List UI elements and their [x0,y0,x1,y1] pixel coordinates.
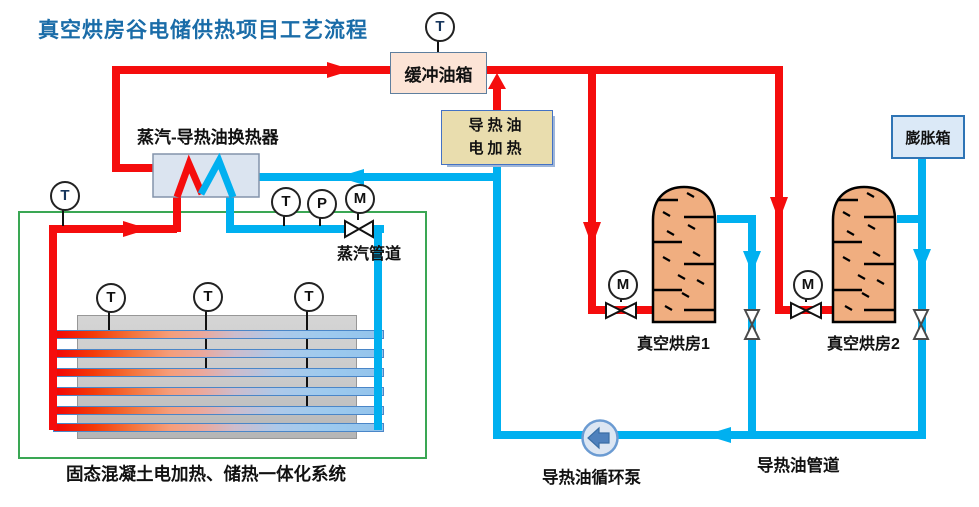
pipe-hot-exchanger-riser [112,66,120,172]
room2-drain-valve [912,309,930,340]
pipe-cold-storage-riser [374,225,382,430]
room1-drain-valve [743,309,761,340]
thermal-oil-pipeline-label: 导热油管道 [757,457,840,475]
expansion-tank-label: 膨胀箱 [905,129,951,147]
pipe-hot-top-left [112,66,390,74]
gauge-exchanger-inlet-temperature: T [50,181,80,211]
flow-arrow-right [123,221,149,237]
gauge-buffer-temperature: T [425,12,455,42]
drying-room-2-label: 真空烘房2 [827,336,900,353]
circulation-pump-label: 导热油循环泵 [542,469,641,487]
pipe-hot-exchanger-bottom [173,196,181,232]
expansion-tank: 膨胀箱 [891,115,965,159]
flow-arrow-down [583,222,601,246]
gauge-steam-temperature: T [271,187,301,217]
pipe-cold-room2-out [897,215,926,223]
pipe-cold-room1-out [717,215,756,223]
flow-arrow-down [913,249,931,271]
heating-tube [53,423,384,432]
gauge-stem [108,308,110,332]
pump-flow-arrow-icon [587,426,610,450]
pipe-hot-storage-riser [49,225,57,430]
pipe-cold-expansion-down [918,155,926,439]
buffer-oil-tank: 缓冲油箱 [390,52,487,94]
heater-label-line1: 导热油 [468,117,526,134]
pipe-hot-top-right [485,66,783,74]
pipe-hot-room1-drop [588,70,596,314]
heater-label-line2: 电加热 [468,139,526,157]
gauge-storage-temperature-3: T [294,282,324,312]
gauge-storage-temperature-1: T [96,283,126,313]
flow-arrow-left [705,427,731,443]
buffer-oil-tank-label: 缓冲油箱 [404,65,473,85]
circulation-pump [581,419,619,457]
gauge-storage-temperature-2: T [193,282,223,312]
heating-tube [53,330,384,339]
pipe-hot-exchanger-outlet [112,164,164,172]
thermal-oil-electric-heater: 导热油 电加热 [441,110,553,165]
heating-tube [53,406,384,415]
gauge-stem [357,210,359,220]
gauge-room1-valve-motor: M [608,270,638,300]
pipe-cold-exchanger-return [258,173,498,181]
pipe-hot-storage-top [50,225,177,233]
pipe-hot-room2-drop [775,70,783,314]
storage-system-label: 固态混凝土电加热、储热一体化系统 [66,464,346,484]
flow-arrow-down [743,251,761,273]
page-title: 真空烘房谷电储供热项目工艺流程 [38,19,368,42]
heating-tube [53,387,384,396]
flow-arrow-down [770,197,788,221]
pipe-cold-heater-down [493,163,501,439]
heat-exchanger-label: 蒸汽-导热油换热器 [137,128,279,147]
gauge-stem [319,215,321,226]
storage-system-boundary [18,211,427,459]
room1-motor-valve [605,301,637,320]
pipe-cold-exchanger-drop [226,196,234,233]
pipe-hot-heater-to-buffer [493,88,501,112]
drying-room-1-tank [651,185,717,324]
steam-pipeline-label: 蒸汽管道 [337,246,402,263]
heating-tube [53,368,384,377]
heat-exchanger [152,153,260,198]
flow-arrow-left [338,169,364,185]
gauge-steam-valve-motor: M [345,184,375,214]
gauge-stem [437,38,439,52]
gauge-room2-valve-motor: M [793,270,823,300]
gauge-stem [283,213,285,226]
flow-arrow-right [327,62,353,78]
room2-motor-valve [790,301,822,320]
drying-room-2-tank [831,185,897,324]
flow-arrow-up [488,73,506,89]
steam-valve [344,219,374,239]
gauge-steam-pressure: P [307,189,337,219]
pipe-cold-steam-line [230,225,346,233]
gauge-stem [62,207,64,226]
heating-tube [53,349,384,358]
drying-room-1-label: 真空烘房1 [637,336,710,353]
